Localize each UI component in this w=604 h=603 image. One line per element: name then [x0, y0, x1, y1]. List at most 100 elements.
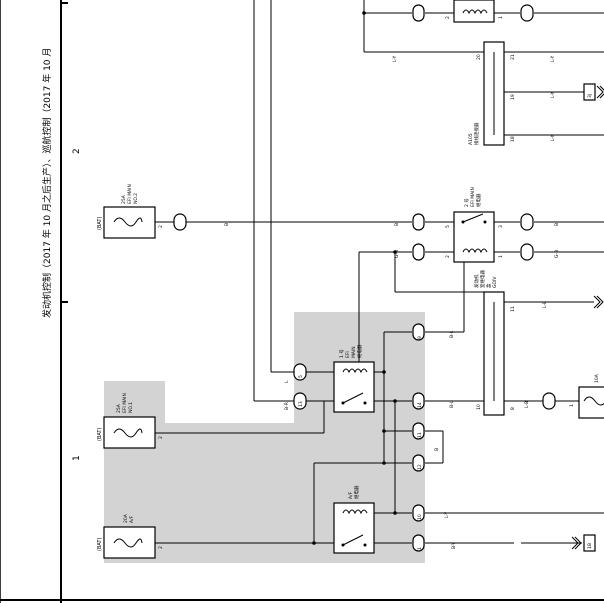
- coil-icon: [342, 509, 368, 515]
- svg-text:1B: 1B: [587, 543, 593, 549]
- fuse-10a: 10A 1: [569, 373, 604, 419]
- svg-text:B: B: [394, 223, 400, 226]
- relay-af: A/F 继电器: [333, 485, 375, 554]
- svg-text:G-B: G-B: [394, 250, 400, 258]
- switch-icon: [462, 213, 484, 223]
- svg-text:12: 12: [417, 464, 423, 470]
- connector-oval: [293, 363, 307, 381]
- svg-text:20: 20: [476, 54, 482, 60]
- svg-text:3: 3: [498, 225, 504, 228]
- connector-oval: [520, 243, 534, 261]
- junction-block: 发动机 室继电器 盒 GOIV: [473, 270, 505, 416]
- page-title: 发动机控制（2017 年 10 月之后生产）、巡航控制（2017 年 10 月: [41, 48, 53, 318]
- svg-text:NO.1: NO.1: [128, 402, 134, 413]
- svg-text:继电器: 继电器: [353, 485, 360, 499]
- svg-text:盒: 盒: [485, 283, 492, 288]
- svg-text:L-Y: L-Y: [444, 511, 450, 518]
- svg-text:(BAT): (BAT): [97, 217, 103, 230]
- svg-text:L-Y: L-Y: [550, 55, 556, 62]
- connector-oval: [520, 213, 534, 231]
- connector-box: [583, 83, 596, 101]
- svg-text:L-B: L-B: [542, 301, 548, 308]
- svg-text:EFI: EFI: [345, 351, 351, 358]
- connector-oval: [412, 454, 425, 472]
- svg-text:继电器: 继电器: [356, 344, 363, 358]
- svg-text:A/F: A/F: [129, 515, 135, 523]
- wires: [155, 0, 604, 544]
- svg-text:L-Y: L-Y: [392, 55, 398, 62]
- svg-text:B-Y: B-Y: [451, 542, 457, 549]
- svg-text:B-R: B-R: [284, 402, 290, 410]
- ground-arrows: [571, 85, 604, 550]
- connectors: [173, 4, 596, 552]
- svg-text:13: 13: [298, 401, 304, 407]
- connector-oval: [412, 534, 425, 552]
- svg-text:EFI MAIN: EFI MAIN: [127, 184, 133, 204]
- svg-text:2: 2: [445, 16, 451, 19]
- relay-efi-main-1: 1 号 EFI MAIN 继电器: [333, 344, 375, 413]
- connector-oval: [293, 392, 307, 410]
- svg-text:(BAT): (BAT): [97, 428, 103, 441]
- svg-text:G-B: G-B: [554, 250, 560, 258]
- svg-text:MAIN: MAIN: [351, 346, 357, 358]
- ground-arrow-icon: [596, 85, 604, 99]
- svg-text:2 号: 2 号: [464, 198, 470, 207]
- fuse-icon: [113, 538, 143, 548]
- svg-text:5: 5: [445, 225, 451, 228]
- fuse-icon: [113, 428, 143, 438]
- svg-text:18: 18: [510, 136, 516, 142]
- svg-text:2: 2: [445, 255, 451, 258]
- ground-arrow-icon: [593, 295, 604, 309]
- svg-text:B: B: [434, 448, 440, 451]
- svg-text:EFI MAIN: EFI MAIN: [122, 393, 128, 413]
- svg-text:B-L: B-L: [449, 330, 455, 338]
- connector-oval: [412, 4, 425, 22]
- svg-text:GOIV: GOIV: [492, 276, 498, 288]
- fuse-efi-main-2: (BAT) 25A EFI MAIN NO.2 2: [97, 184, 164, 239]
- coil-icon: [462, 9, 488, 15]
- coil-icon: [462, 248, 488, 254]
- wire-codes: B B B L B-R G-B G-B B-L B-L L-B L-B B L-…: [224, 55, 560, 549]
- connector-oval: [412, 213, 425, 231]
- svg-text:(BAT): (BAT): [97, 538, 103, 551]
- relay-efi-main-2: 2 号 EFI MAIN 继电器: [453, 187, 495, 263]
- connector-oval: [412, 323, 425, 341]
- svg-text:1: 1: [569, 404, 575, 407]
- connector-oval: [542, 392, 556, 410]
- section-label-2: 2: [72, 148, 82, 154]
- svg-text:1: 1: [498, 255, 504, 258]
- a105-connector: A105 接线连接器: [468, 41, 505, 146]
- svg-text:发动机: 发动机: [473, 274, 480, 288]
- svg-text:1: 1: [417, 547, 423, 550]
- svg-text:接线连接器: 接线连接器: [473, 122, 480, 145]
- top-coil: [453, 0, 495, 23]
- svg-text:B-L: B-L: [449, 400, 455, 408]
- fuse-icon: [113, 217, 143, 227]
- fuse-icon: [583, 396, 604, 406]
- svg-text:10: 10: [476, 404, 482, 410]
- svg-text:14: 14: [417, 402, 423, 408]
- svg-text:2: 2: [158, 546, 164, 549]
- svg-text:10A: 10A: [594, 373, 600, 383]
- svg-text:继电器: 继电器: [475, 193, 482, 207]
- svg-text:2: 2: [158, 436, 164, 439]
- fuse-efi-main-1: (BAT) 25A EFI MAIN NO.1 2: [97, 393, 164, 449]
- svg-text:11: 11: [510, 306, 516, 312]
- svg-text:L-Y: L-Y: [550, 91, 556, 98]
- svg-text:11: 11: [417, 432, 423, 438]
- connector-oval: [412, 504, 425, 522]
- switch-icon: [342, 392, 364, 404]
- svg-text:25A: 25A: [121, 194, 127, 204]
- svg-text:25A: 25A: [116, 403, 122, 413]
- connector-box: [583, 534, 596, 552]
- junction-dots: [312, 11, 397, 545]
- svg-text:5: 5: [298, 375, 304, 378]
- svg-text:EFI MAIN: EFI MAIN: [470, 187, 476, 207]
- svg-text:L-B: L-B: [524, 401, 530, 408]
- svg-text:L: L: [284, 380, 290, 383]
- svg-text:A/F: A/F: [348, 491, 354, 499]
- connector-oval: [412, 243, 425, 261]
- svg-text:室继电器: 室继电器: [479, 270, 486, 288]
